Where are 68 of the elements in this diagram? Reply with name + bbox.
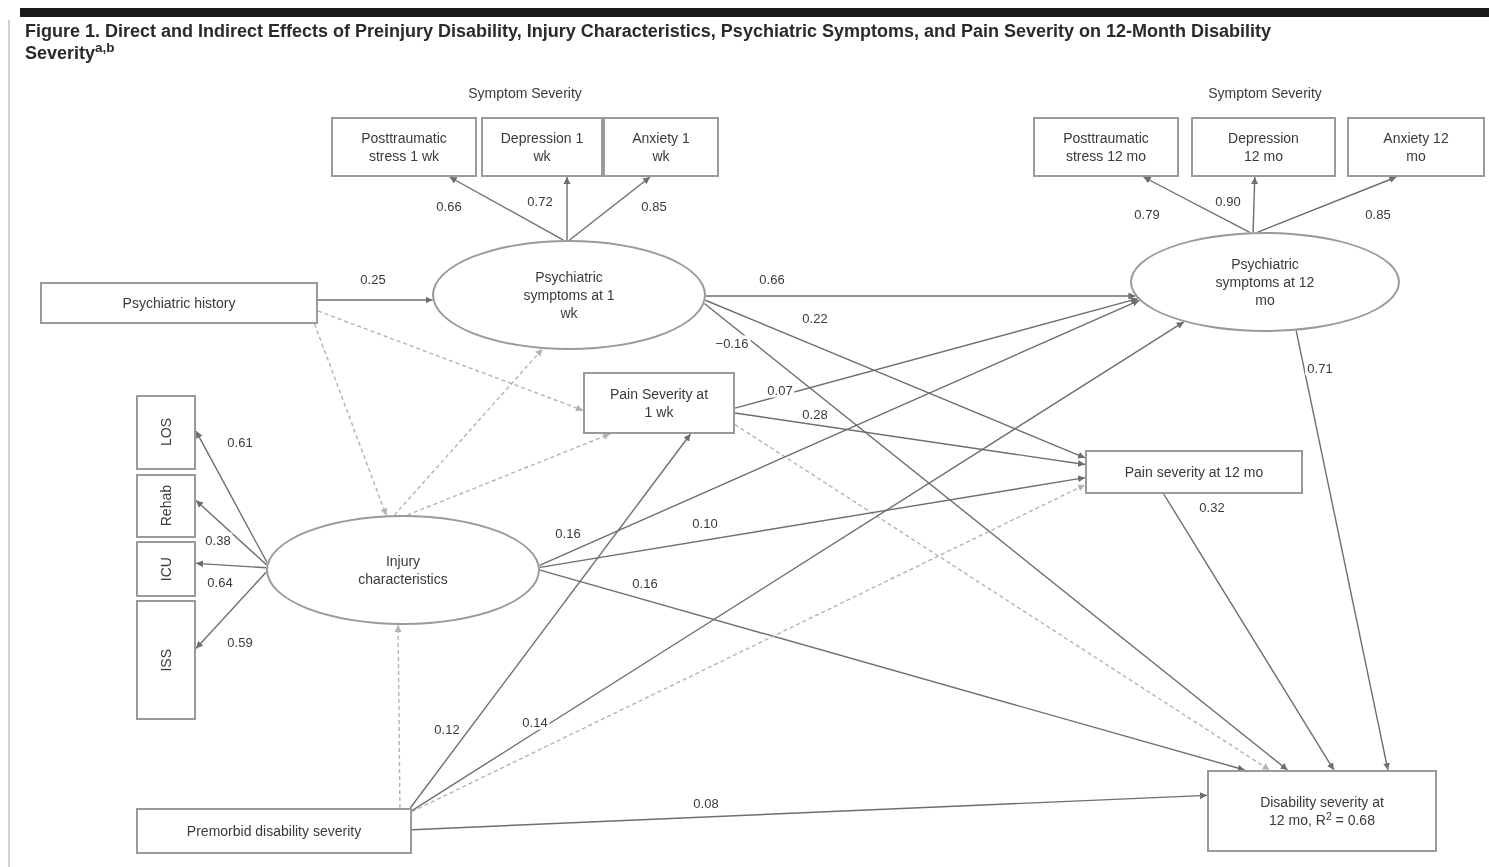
dashed-arrow (393, 348, 544, 516)
dashed-arrow (734, 423, 1271, 771)
arrow (317, 296, 434, 304)
variable-label: Pain severity at 12 mo (1124, 463, 1264, 481)
variable-label: Depression 1 wk (499, 129, 585, 165)
dashed-arrow (406, 433, 611, 516)
arrow (411, 792, 1208, 831)
variable-box (1347, 117, 1485, 177)
variable-box (136, 541, 196, 597)
variable-label: Psychiatric symptoms at 1 wk (522, 268, 616, 322)
variable-label: Premorbid disability severity (186, 822, 362, 840)
variable-label: Disability severity at 12 mo, R$^{2}$ = 0.68 (1259, 793, 1385, 829)
arrow (704, 299, 1086, 459)
arrow (1163, 493, 1335, 771)
figure-title: Figure 1. Direct and Indirect Effects of Preinjury Disability, Injury Characteristics, Psychiatric Symptoms, and Pain Severity on 12-Month Disability Severity$^{a,b}$ (25, 20, 1273, 64)
arrow (195, 571, 267, 650)
arrow (568, 176, 651, 241)
arrow (409, 433, 692, 809)
arrow (539, 569, 1246, 772)
arrow (705, 292, 1137, 300)
variable-box (1033, 117, 1179, 177)
variable-label: Rehab (157, 485, 175, 527)
variable-label: Pain Severity at 1 wk (608, 385, 710, 421)
arrow (1257, 176, 1398, 233)
variable-box (40, 282, 318, 324)
variable-label: Depression 12 mo (1227, 129, 1300, 165)
dashed-arrow (411, 484, 1086, 813)
arrow (539, 475, 1086, 569)
path-coefficient: 0.38 (203, 532, 233, 548)
variable-label: Anxiety 1 wk (631, 129, 691, 165)
arrow (1295, 329, 1390, 771)
variable-box (331, 117, 477, 177)
arrow (563, 176, 571, 241)
variable-box (136, 395, 196, 470)
arrow (1251, 176, 1259, 233)
arrow (538, 299, 1141, 567)
variable-label: ISS (157, 648, 175, 672)
dashed-arrow (317, 310, 584, 412)
variable-box (603, 117, 719, 177)
variable-box (1207, 770, 1437, 852)
variable-label: Posttraumatic stress 1 wk (360, 129, 448, 165)
variable-label: LOS (157, 418, 175, 447)
variable-label: Injury characteristics (357, 552, 449, 588)
variable-box (136, 474, 196, 538)
variable-label: Psychiatric symptoms at 12 mo (1214, 255, 1316, 309)
variable-label: ICU (157, 556, 175, 582)
variable-label: Anxiety 12 mo (1382, 129, 1450, 165)
arrow (703, 302, 1289, 771)
group-heading: Symptom Severity (468, 84, 582, 102)
arrow (1142, 176, 1251, 233)
arrow (448, 176, 565, 241)
dashed-arrow (394, 624, 402, 809)
variable-box (136, 808, 412, 854)
variable-label: Psychiatric history (122, 294, 236, 312)
arrow (195, 560, 267, 569)
variable-label: Posttraumatic stress 12 mo (1062, 129, 1150, 165)
variable-box (1191, 117, 1336, 177)
arrow (734, 412, 1086, 467)
variable-box (1085, 450, 1303, 494)
variable-box (481, 117, 603, 177)
dashed-arrow (313, 323, 388, 517)
arrow (411, 321, 1185, 812)
path-coefficient: −0.16 (713, 335, 751, 351)
arrow (734, 297, 1139, 409)
variable-box (136, 600, 196, 720)
variable-box (583, 372, 735, 434)
arrow (195, 499, 268, 566)
group-heading: Symptom Severity (1208, 84, 1322, 102)
